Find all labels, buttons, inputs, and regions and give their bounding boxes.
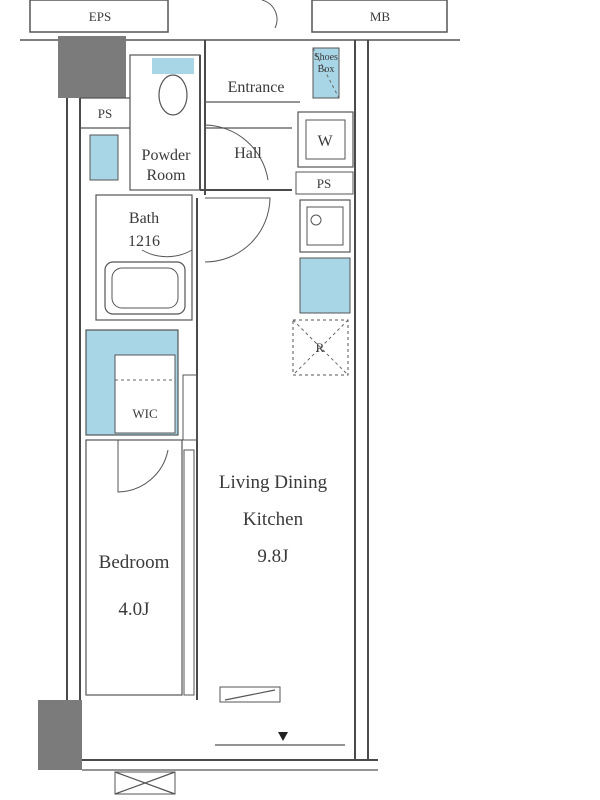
sliding-door-strip bbox=[182, 374, 198, 441]
powder-sink bbox=[89, 134, 119, 181]
bedroom-door-arc bbox=[117, 440, 169, 493]
burner bbox=[310, 214, 322, 226]
toilet-bowl bbox=[158, 74, 188, 116]
air-conditioner bbox=[219, 686, 281, 703]
eps-box bbox=[29, 0, 169, 33]
entrance-label: Entrance bbox=[228, 79, 285, 96]
stove bbox=[299, 199, 351, 253]
wic-shelf bbox=[114, 354, 176, 434]
entry-arrow bbox=[278, 732, 288, 741]
corridor-door-arc bbox=[261, 0, 278, 29]
bedroom-area-label: 4.0J bbox=[118, 599, 149, 620]
powder-room-box bbox=[129, 54, 201, 191]
powder-room-label-1: Powder bbox=[142, 147, 192, 164]
powder-room-label-2: Room bbox=[146, 167, 186, 184]
ps-right-box bbox=[295, 171, 354, 195]
hall-label: Hall bbox=[234, 145, 262, 162]
toilet-tank bbox=[152, 58, 194, 74]
outdoor-unit-diag-2 bbox=[114, 771, 176, 795]
shoes-box bbox=[312, 47, 340, 99]
bath-label-1: Bath bbox=[129, 210, 159, 227]
bedroom-label: Bedroom bbox=[99, 552, 170, 573]
bath-label-2: 1216 bbox=[128, 233, 160, 250]
mb-box bbox=[311, 0, 448, 33]
bathtub bbox=[104, 261, 186, 315]
ps-right-label: PS bbox=[317, 176, 331, 191]
bath-room-box bbox=[95, 194, 193, 321]
column-bottom-left bbox=[38, 700, 82, 770]
kitchen-sink bbox=[299, 257, 351, 314]
outdoor-unit bbox=[114, 771, 176, 795]
refrigerator-label: R bbox=[316, 340, 325, 355]
column-top-left bbox=[58, 36, 126, 98]
washer-label: W bbox=[317, 133, 333, 150]
bedroom-sliding-door bbox=[183, 449, 195, 696]
mb-label: MB bbox=[370, 9, 391, 24]
ps-left-label: PS bbox=[98, 106, 112, 121]
eps-label: EPS bbox=[89, 9, 111, 24]
ldk-door-arc bbox=[204, 197, 271, 263]
shoes-box-label-2: Box bbox=[318, 64, 335, 75]
washer-inner bbox=[305, 119, 346, 160]
wic-label: WIC bbox=[132, 406, 157, 421]
ldk-label-2: Kitchen bbox=[243, 509, 304, 530]
ldk-label-1: Living Dining bbox=[219, 472, 328, 493]
bathtub-inner bbox=[111, 267, 179, 309]
shoes-box-label: Shoes bbox=[314, 52, 338, 63]
air-conditioner-diag bbox=[224, 689, 276, 701]
bath-door-arc bbox=[141, 200, 193, 258]
refrigerator-box bbox=[292, 319, 349, 376]
ldk-area-label: 9.8J bbox=[257, 546, 288, 567]
refrigerator-diag-2 bbox=[292, 319, 349, 376]
washer-box bbox=[297, 111, 354, 168]
bedroom-box bbox=[85, 439, 183, 696]
stove-inner bbox=[306, 206, 344, 246]
hall-door-arc bbox=[204, 124, 269, 190]
